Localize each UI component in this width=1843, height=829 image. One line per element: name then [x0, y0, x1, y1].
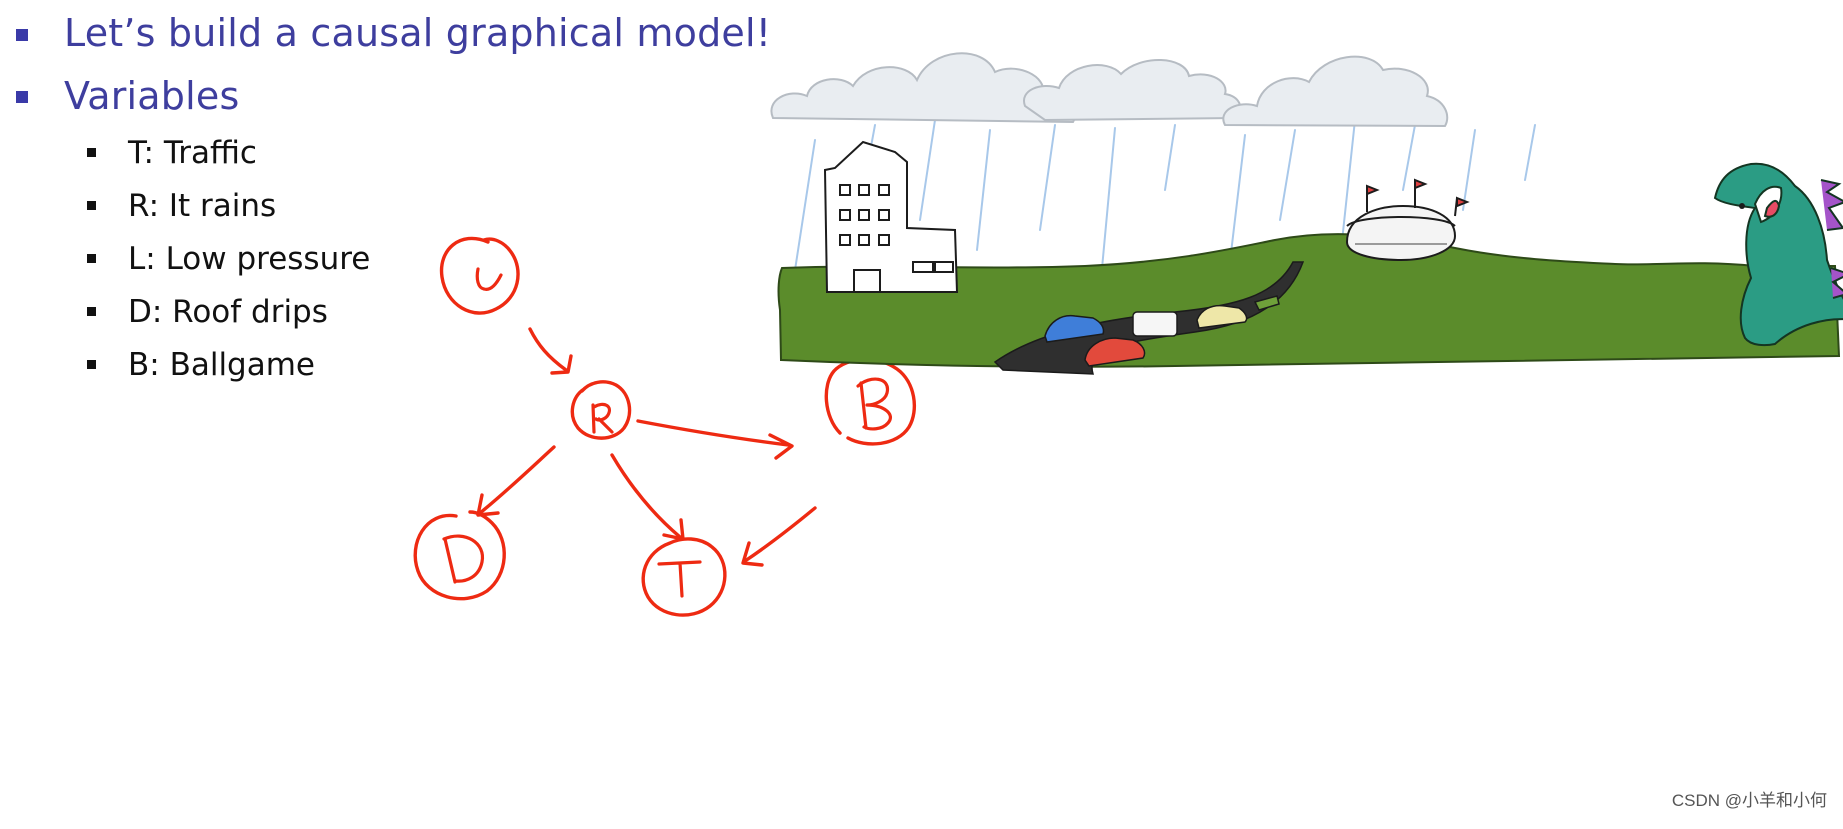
red-car [1084, 337, 1146, 367]
node-letter-r [591, 402, 614, 434]
bullet-marker [87, 307, 96, 316]
white-van [1132, 311, 1178, 337]
bullet-marker [87, 254, 96, 263]
bullet-causal-model-text: Let’s build a causal graphical model! [64, 11, 772, 55]
bullet-causal-model: Let’s build a causal graphical model! [0, 14, 780, 54]
scene-illustration [770, 52, 1843, 375]
stadium [1345, 178, 1470, 262]
graph-edge-r-b [636, 419, 794, 460]
variable-label: D: Roof drips [128, 294, 328, 330]
node-letter-t [657, 560, 702, 598]
causal-graph-diagram [413, 236, 917, 617]
variable-label: T: Traffic [128, 135, 257, 171]
variable-label: L: Low pressure [128, 241, 371, 277]
bullet-marker [16, 91, 28, 103]
variable-label: B: Ballgame [128, 347, 315, 383]
node-letter-d [442, 534, 485, 584]
graph-edge-b-t [741, 506, 817, 567]
variable-item-low-pressure: L: Low pressure [0, 244, 420, 278]
green-car [1253, 295, 1280, 311]
bullet-marker [87, 360, 96, 369]
bullet-marker [87, 148, 96, 157]
graph-edge-r-d [476, 445, 556, 517]
graph-node-r [570, 380, 632, 440]
node-letter-b [856, 377, 892, 431]
green-dinosaur [1713, 162, 1843, 347]
cars [1044, 295, 1280, 367]
bullet-variables-text: Variables [64, 74, 240, 118]
graph-node-t [641, 537, 727, 617]
office-building [823, 140, 959, 293]
bullet-marker [16, 29, 28, 41]
bullet-variables: Variables [0, 77, 300, 117]
blue-car [1044, 314, 1105, 343]
grass-hill [777, 233, 1841, 368]
graph-edge-l-r [528, 327, 573, 375]
node-letter-l [475, 267, 503, 291]
variable-item-rains: R: It rains [0, 191, 420, 225]
variable-label: R: It rains [128, 188, 277, 224]
bullet-marker [87, 201, 96, 210]
graph-node-l [439, 236, 520, 315]
variable-item-ballgame: B: Ballgame [0, 350, 420, 384]
graph-node-d [413, 510, 506, 601]
watermark: CSDN @小羊和小何 [1671, 791, 1827, 810]
variable-item-roof-drips: D: Roof drips [0, 297, 420, 331]
variable-item-traffic: T: Traffic [0, 138, 420, 172]
graph-node-b [824, 357, 917, 446]
yellow-car [1196, 304, 1248, 329]
rain-clouds [770, 52, 1449, 128]
graph-edge-r-t [610, 453, 685, 541]
